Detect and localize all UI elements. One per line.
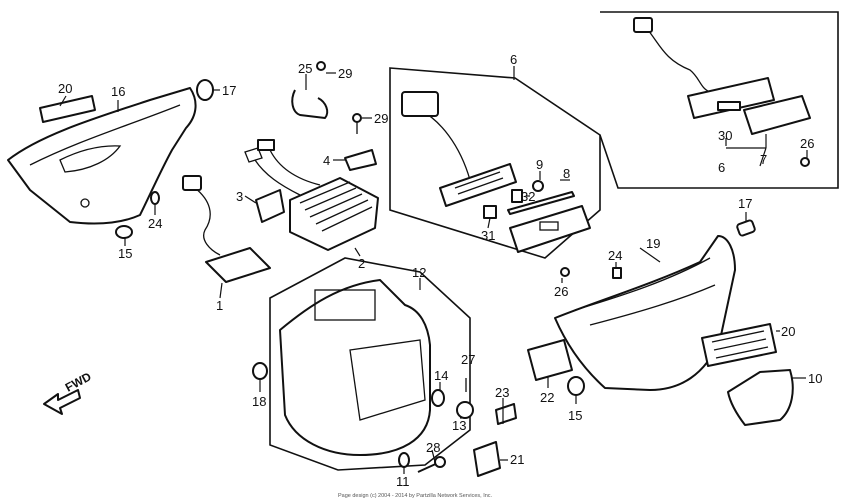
callout-15-left: 15	[118, 246, 132, 261]
callout-6: 6	[510, 52, 517, 67]
callout-24-right: 24	[608, 248, 622, 263]
callout-16: 16	[111, 84, 125, 99]
screw-26-mid	[560, 267, 570, 277]
bolt-13	[456, 401, 474, 419]
callout-19: 19	[646, 236, 660, 251]
callout-30: 30	[718, 128, 732, 143]
license-light-lens	[509, 205, 591, 253]
callout-31: 31	[481, 228, 495, 243]
cushion-18	[252, 362, 268, 380]
callout-26-mid: 26	[554, 284, 568, 299]
callout-10: 10	[808, 371, 822, 386]
callout-18: 18	[252, 394, 266, 409]
callout-29-upper: 29	[338, 66, 352, 81]
callout-12: 12	[412, 265, 426, 280]
callout-21: 21	[510, 452, 524, 467]
callout-24-left: 24	[148, 216, 162, 231]
callout-7: 7	[760, 152, 767, 167]
right-side-cover	[554, 235, 736, 391]
bracket-3	[255, 189, 285, 223]
grommet-left-cover	[196, 79, 214, 101]
relay-unit	[182, 175, 271, 283]
clip-31	[483, 205, 497, 219]
copyright-note: Page design (c) 2004 - 2014 by Partzilla…	[338, 493, 493, 499]
license-light-assy	[401, 91, 517, 207]
callout-4: 4	[323, 153, 330, 168]
inset-license-light	[633, 17, 811, 167]
left-side-cover	[7, 87, 197, 225]
callout-20-right: 20	[781, 324, 795, 339]
battery-case	[279, 279, 431, 456]
callout-27: 27	[461, 352, 475, 367]
bracket-4	[344, 149, 377, 171]
regulator-rectifier	[244, 139, 379, 251]
callout-1: 1	[216, 298, 223, 313]
callout-17-left: 17	[222, 83, 236, 98]
callout-13: 13	[452, 418, 466, 433]
callout-23: 23	[495, 385, 509, 400]
label-21	[473, 441, 501, 477]
callout-3: 3	[236, 189, 243, 204]
callout-20-left: 20	[58, 81, 72, 96]
callout-22: 22	[540, 390, 554, 405]
group-outline-battery-case	[269, 257, 471, 471]
callout-32: 32	[521, 189, 535, 204]
washer-11	[398, 452, 410, 468]
callout-9: 9	[536, 157, 543, 172]
callout-11: 11	[396, 474, 410, 489]
callout-28: 28	[426, 440, 440, 455]
callout-29-lower: 29	[374, 111, 388, 126]
part-numbers: 20 16 17 24 15 1 3 4 2 25 29 29 6 8 9 32…	[58, 52, 822, 489]
callout-8: 8	[563, 166, 570, 181]
nut-32	[511, 189, 523, 203]
gasket-8	[507, 191, 575, 215]
callout-15-right: 15	[568, 408, 582, 423]
grommet-17-right	[736, 219, 756, 237]
emblem-right	[701, 323, 777, 367]
label-22	[527, 339, 573, 381]
clamp-25	[291, 89, 329, 119]
callout-26-inset: 26	[800, 136, 814, 151]
group-outline-tail-light	[389, 67, 601, 259]
clip-24-right	[612, 267, 622, 279]
cushion-15-left	[115, 225, 133, 239]
reflector-10	[727, 369, 794, 426]
group-outline-variant-inset	[599, 11, 839, 189]
emblem-left	[39, 95, 96, 123]
callout-2: 2	[358, 256, 365, 271]
callout-6-inset: 6	[718, 160, 725, 175]
fastener-14	[431, 389, 445, 407]
leader-lines	[59, 66, 808, 474]
callout-14: 14	[434, 368, 448, 383]
clip-24-left	[150, 191, 160, 205]
bolt-29-lower	[352, 113, 362, 134]
label-23	[495, 403, 517, 425]
bolt-29-upper	[316, 61, 326, 71]
cushion-15-right	[567, 376, 585, 396]
forward-direction-arrow-icon: FWD	[43, 369, 94, 415]
screw-9	[532, 180, 544, 192]
callout-25: 25	[298, 61, 312, 76]
callout-17-right: 17	[738, 196, 752, 211]
